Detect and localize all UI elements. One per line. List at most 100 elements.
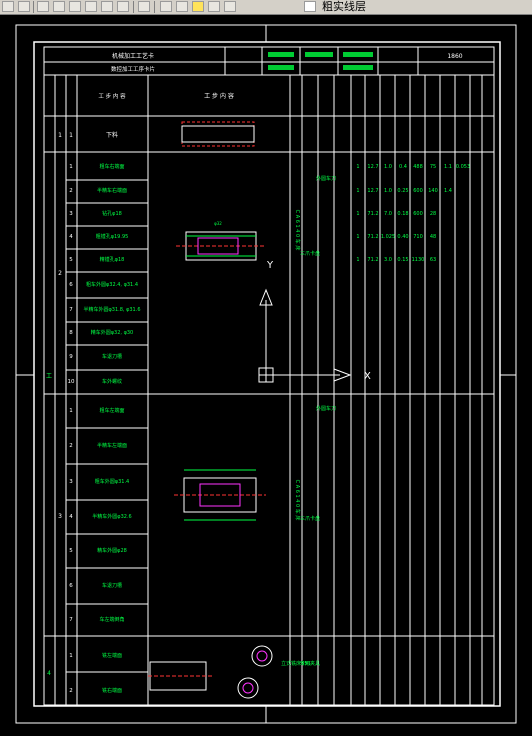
- svg-text:71.2: 71.2: [367, 211, 378, 217]
- drawing-canvas[interactable]: 机械加工工艺卡 数控加工工序卡片 1860 工 步 内 容 工 步 内 容 1 …: [0, 15, 532, 732]
- svg-text:0.4: 0.4: [399, 164, 407, 170]
- header-field: [343, 65, 373, 70]
- sun-icon[interactable]: [192, 1, 204, 12]
- equipment-text: C A 6 1 4 0 车 床: [294, 480, 301, 521]
- bulb-icon[interactable]: [176, 1, 188, 12]
- grid-icon[interactable]: [37, 1, 49, 12]
- svg-text:71.2: 71.2: [367, 234, 378, 240]
- step-text: 铣左端面: [102, 652, 122, 659]
- equipment-text: C A 6 1 4 0 车 床: [294, 210, 301, 251]
- lock-icon[interactable]: [208, 1, 220, 12]
- svg-text:48: 48: [430, 234, 436, 240]
- calc-icon[interactable]: [53, 1, 65, 12]
- step-number: 2: [69, 443, 73, 449]
- step-number: 6: [69, 282, 73, 288]
- step-number: 2: [69, 688, 73, 694]
- cad-drawing: 机械加工工艺卡 数控加工工序卡片 1860 工 步 内 容 工 步 内 容 1 …: [15, 24, 517, 724]
- part-sketch-1: φ32: [176, 221, 266, 261]
- zoom-icon[interactable]: [2, 1, 14, 12]
- step-text: 车退刀槽: [102, 582, 122, 589]
- step-text: 半精车左端面: [97, 442, 127, 449]
- ucs-icon: Y X: [258, 260, 371, 383]
- step-number: 4: [69, 234, 73, 240]
- header-field: [343, 52, 373, 57]
- part-sketch-2: [174, 469, 266, 521]
- checkbox-icon[interactable]: [304, 1, 316, 12]
- calculator-icon[interactable]: [117, 1, 129, 12]
- cutter-text: 外圆车刀: [316, 405, 336, 412]
- step-number: 1: [69, 132, 73, 139]
- process-label: 工: [46, 373, 52, 380]
- step-text: 精镗孔φ18: [100, 256, 125, 263]
- svg-text:0.053: 0.053: [456, 164, 470, 170]
- step-text: 粗车右端面: [99, 163, 124, 170]
- section-number: 1: [58, 132, 62, 139]
- measure-icon[interactable]: [85, 1, 97, 12]
- fixture-text: 三爪卡盘: [300, 250, 320, 257]
- svg-text:1.0: 1.0: [384, 188, 392, 194]
- step-number: 3: [69, 479, 73, 485]
- fixture-text: 三爪卡盘: [300, 515, 320, 522]
- step-number: 7: [69, 307, 73, 313]
- svg-text:71.2: 71.2: [367, 257, 378, 263]
- step-number: 4: [69, 514, 73, 520]
- svg-text:0.15: 0.15: [397, 257, 408, 263]
- layer-name-label[interactable]: 粗实线层: [322, 0, 366, 13]
- snap-icon[interactable]: [69, 1, 81, 12]
- machine-text: 立式铣床X51: [281, 660, 311, 667]
- step-number: 5: [69, 257, 73, 263]
- layers-icon[interactable]: [160, 1, 172, 12]
- step-text: 钻孔φ18: [102, 210, 122, 217]
- svg-text:Y: Y: [266, 260, 274, 271]
- svg-text:488: 488: [413, 164, 423, 170]
- part-sketch-3: [148, 645, 273, 699]
- section-number: 4: [47, 670, 51, 677]
- step-text: 半精车右端面: [97, 187, 127, 194]
- parameter-rows: 1 12.7 1.0 0.4 488 75 1.1 0.053 1 12.7 1…: [356, 164, 470, 263]
- svg-text:1.1: 1.1: [444, 164, 452, 170]
- svg-text:1.025: 1.025: [381, 234, 395, 240]
- cutter-text: 外圆车刀: [316, 175, 336, 182]
- step-number: 7: [69, 617, 73, 623]
- step-text: 铣右端面: [102, 687, 122, 694]
- svg-text:140: 140: [428, 188, 438, 194]
- section-number: 3: [58, 513, 62, 520]
- svg-text:3.0: 3.0: [384, 257, 392, 263]
- step-text: 下料: [106, 131, 118, 139]
- step-number: 3: [69, 211, 73, 217]
- step-text: 车外螺纹: [102, 378, 122, 385]
- step-number: 9: [69, 354, 73, 360]
- step-text: 粗车左端面: [99, 407, 124, 414]
- step-number: 1: [69, 408, 73, 414]
- step-number: 10: [68, 379, 75, 385]
- svg-text:0.25: 0.25: [397, 188, 408, 194]
- color-icon[interactable]: [224, 1, 236, 12]
- header-field: [268, 65, 294, 70]
- step-number: 6: [69, 583, 73, 589]
- section-number: 2: [58, 270, 62, 277]
- help-icon[interactable]: [138, 1, 150, 12]
- svg-text:0.18: 0.18: [397, 211, 408, 217]
- svg-text:63: 63: [430, 257, 436, 263]
- step-text: 半精车外圆φ31.8, φ31.6: [83, 306, 140, 313]
- card-title: 机械加工工艺卡: [112, 52, 154, 60]
- svg-text:φ32: φ32: [214, 221, 222, 226]
- step-text: 精车外圆φ32, φ30: [91, 329, 134, 336]
- card-subtitle: 数控加工工序卡片: [111, 65, 155, 73]
- svg-text:710: 710: [413, 234, 423, 240]
- pan-icon[interactable]: [18, 1, 30, 12]
- column-header-process: 工 步 内 容: [204, 92, 234, 100]
- svg-text:1.4: 1.4: [444, 188, 452, 194]
- toolbar-separator: [133, 1, 134, 13]
- svg-text:1: 1: [356, 234, 359, 240]
- svg-text:1: 1: [356, 257, 359, 263]
- header-field: [268, 52, 294, 57]
- step-text: 车退刀槽: [102, 353, 122, 360]
- svg-text:28: 28: [430, 211, 436, 217]
- table-icon[interactable]: [101, 1, 113, 12]
- svg-text:1: 1: [356, 164, 359, 170]
- svg-text:600: 600: [413, 211, 423, 217]
- document-number: 1860: [447, 53, 462, 60]
- svg-text:1.0: 1.0: [384, 164, 392, 170]
- step-number: 1: [69, 164, 73, 170]
